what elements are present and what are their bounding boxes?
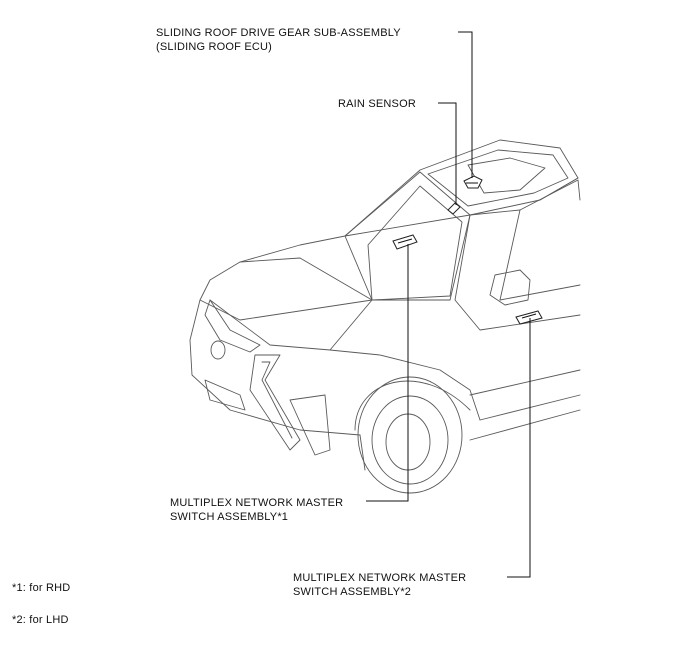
leader-line-switch-rhd bbox=[366, 244, 409, 502]
label-line: SWITCH ASSEMBLY*2 bbox=[293, 586, 412, 598]
sliding-roof-ecu-part bbox=[463, 175, 483, 189]
label-line: MULTIPLEX NETWORK MASTER bbox=[170, 497, 344, 509]
master-switch-rhd-part bbox=[392, 234, 418, 250]
label-rain-sensor: RAIN SENSOR bbox=[338, 98, 416, 110]
label-sliding-roof-drive-gear: SLIDING ROOF DRIVE GEAR SUB-ASSEMBLY (SL… bbox=[156, 26, 401, 54]
note-lhd: *2: for LHD bbox=[12, 614, 69, 626]
master-switch-lhd-part bbox=[515, 310, 543, 325]
label-line: MULTIPLEX NETWORK MASTER bbox=[293, 572, 467, 584]
label-line: SLIDING ROOF DRIVE GEAR SUB-ASSEMBLY bbox=[156, 27, 401, 39]
rain-sensor-part bbox=[447, 202, 461, 215]
label-line: (SLIDING ROOF ECU) bbox=[156, 41, 273, 53]
leader-line-rain-sensor bbox=[438, 102, 457, 205]
label-line: SWITCH ASSEMBLY*1 bbox=[170, 511, 289, 523]
label-master-switch-rhd: MULTIPLEX NETWORK MASTER SWITCH ASSEMBLY… bbox=[170, 496, 343, 524]
leader-line-sliding-roof bbox=[458, 31, 473, 178]
note-rhd: *1: for RHD bbox=[12, 582, 71, 594]
label-master-switch-lhd: MULTIPLEX NETWORK MASTER SWITCH ASSEMBLY… bbox=[293, 571, 466, 599]
leader-line-switch-lhd bbox=[507, 318, 531, 578]
